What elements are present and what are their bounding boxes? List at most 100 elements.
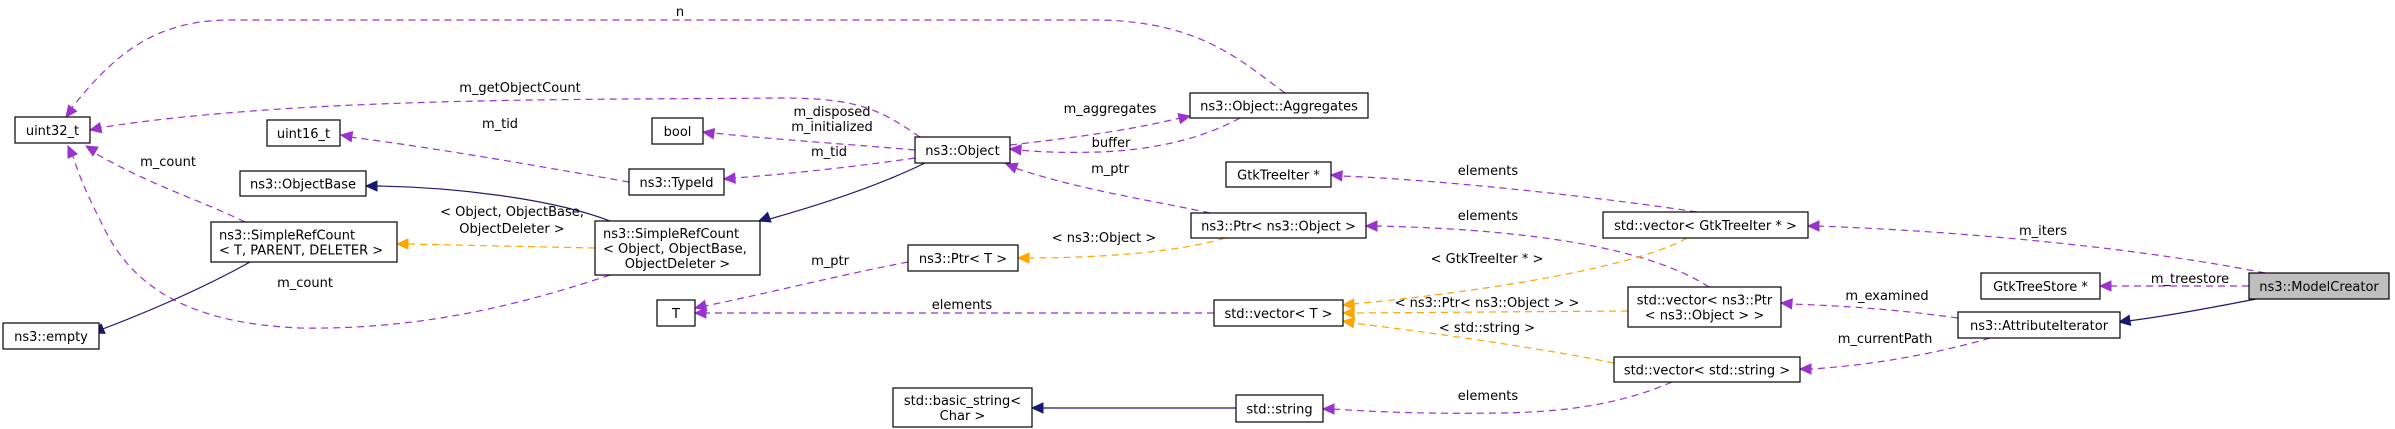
class-node-vector-string[interactable]: std::vector< std::string > xyxy=(1613,356,1801,383)
edge-object-to-typeid: m_tid xyxy=(722,145,916,184)
node-label: ns3::Ptr< T > xyxy=(919,252,1007,267)
edge-label: ObjectDeleter > xyxy=(459,222,564,237)
edge-line xyxy=(2127,298,2257,322)
class-node-vector-t[interactable]: std::vector< T > xyxy=(1213,299,1344,327)
node-box xyxy=(628,168,725,196)
node-box xyxy=(892,387,1033,428)
edge-vector-ptr-object-to-vector-t: < ns3::Ptr< ns3::Object > > xyxy=(1341,296,1629,319)
edge-label: m_ptr xyxy=(1091,162,1130,177)
edge-label: m_initialized xyxy=(791,120,873,135)
arrowhead-icon xyxy=(1806,220,1820,232)
node-label: std::string xyxy=(1246,403,1312,418)
class-node-gtktreestore[interactable]: GtkTreeStore * xyxy=(1980,272,2101,300)
node-label: ObjectDeleter > xyxy=(625,257,730,272)
edge-ptr-object-to-ptr-t: < ns3::Object > xyxy=(1016,231,1226,264)
class-node-modelcreator[interactable]: ns3::ModelCreator xyxy=(2248,272,2390,300)
node-box xyxy=(1980,272,2101,300)
class-node-gtktreeiter[interactable]: GtkTreeIter * xyxy=(1225,161,1332,188)
node-label: GtkTreeIter * xyxy=(1237,169,1320,184)
class-node-std-string[interactable]: std::string xyxy=(1235,394,1324,423)
class-node-T[interactable]: T xyxy=(656,299,696,327)
class-node-vector-ptr-object[interactable]: std::vector< ns3::Ptr< ns3::Object > > xyxy=(1627,286,1782,328)
class-node-ptr-object[interactable]: ns3::Ptr< ns3::Object > xyxy=(1190,212,1367,239)
edge-label: m_treestore xyxy=(2151,272,2229,287)
node-label: ns3::SimpleRefCount xyxy=(219,229,355,244)
edge-aggregates-to-uint32-t: n xyxy=(65,5,1286,118)
class-node-object[interactable]: ns3::Object xyxy=(914,136,1011,164)
class-node-attributeiterator[interactable]: ns3::AttributeIterator xyxy=(1957,311,2121,339)
edge-attributeiterator-to-vector-ptr-object: m_examined xyxy=(1779,289,1959,319)
class-node-ptr-t[interactable]: ns3::Ptr< T > xyxy=(907,244,1019,272)
edge-line xyxy=(1790,303,1959,319)
class-node-bool[interactable]: bool xyxy=(651,117,704,145)
node-box xyxy=(656,299,696,327)
edge-object-to-aggregates: m_aggregates xyxy=(1009,102,1192,146)
edge-line xyxy=(99,261,251,331)
edge-line xyxy=(69,19,1286,111)
edge-label: < GtkTreeIter * > xyxy=(1431,252,1544,267)
arrowhead-icon xyxy=(1341,307,1355,319)
class-node-aggregates[interactable]: ns3::Object::Aggregates xyxy=(1189,92,1369,119)
class-node-uint16-t[interactable]: uint16_t xyxy=(266,119,341,147)
edge-label: elements xyxy=(1458,209,1519,224)
edge-line xyxy=(1817,225,2266,274)
edge-label: < ns3::Object > xyxy=(1052,231,1156,246)
edge-label: m_tid xyxy=(811,145,847,160)
node-label: ns3::TypeId xyxy=(640,176,714,191)
arrowhead-icon xyxy=(693,299,708,312)
node-box xyxy=(1235,394,1324,423)
arrowhead-icon xyxy=(364,180,378,192)
node-label: ns3::AttributeIterator xyxy=(1970,319,2109,334)
node-label: uint32_t xyxy=(26,124,79,139)
class-node-simplerefcount-generic[interactable]: ns3::SimpleRefCount< T, PARENT, DELETER … xyxy=(210,221,398,263)
node-box xyxy=(239,170,367,197)
node-label: std::vector< T > xyxy=(1224,307,1332,322)
class-node-typeid[interactable]: ns3::TypeId xyxy=(628,168,725,196)
arrowhead-icon xyxy=(1364,220,1378,232)
class-node-simplerefcount-object[interactable]: ns3::SimpleRefCount< Object, ObjectBase,… xyxy=(594,220,761,276)
node-box xyxy=(1602,211,1809,239)
class-node-empty[interactable]: ns3::empty xyxy=(2,322,100,350)
edge-label: m_getObjectCount xyxy=(459,81,580,96)
node-box xyxy=(266,119,341,147)
arrowhead-icon xyxy=(1008,144,1022,156)
edge-ptr-object-to-object: m_ptr xyxy=(1004,162,1211,214)
node-label: std::vector< GtkTreeIter * > xyxy=(1614,219,1797,234)
node-box xyxy=(1627,286,1782,328)
node-box xyxy=(1190,212,1367,239)
edge-line xyxy=(1352,322,1615,364)
edge-label: m_disposed xyxy=(793,105,870,120)
arrowhead-icon xyxy=(1030,402,1044,414)
arrowhead-icon xyxy=(1329,170,1343,182)
edge-line xyxy=(1009,117,1181,146)
arrowhead-icon xyxy=(1341,317,1356,329)
node-box xyxy=(1189,92,1369,119)
node-label: < ns3::Object > > xyxy=(1645,309,1764,324)
edge-vector-ptr-object-to-ptr-object: elements xyxy=(1364,209,1710,288)
arrowhead-icon xyxy=(84,145,99,157)
edge-line xyxy=(704,261,909,307)
edge-line xyxy=(94,152,246,223)
node-box xyxy=(210,221,398,263)
edge-line xyxy=(765,162,926,221)
class-node-vector-gtktreeiter[interactable]: std::vector< GtkTreeIter * > xyxy=(1602,211,1809,239)
node-label: std::basic_string< xyxy=(904,394,1021,409)
class-node-basic-string[interactable]: std::basic_string<Char > xyxy=(892,387,1033,428)
arrowhead-icon xyxy=(722,172,736,184)
arrowhead-icon xyxy=(1341,298,1355,310)
edge-line xyxy=(1340,175,1698,213)
edge-line xyxy=(1019,117,1241,153)
edge-line xyxy=(407,243,596,249)
arrowhead-icon xyxy=(693,307,707,319)
arrowhead-icon xyxy=(88,121,103,134)
node-box xyxy=(1957,311,2121,339)
edge-label: buffer xyxy=(1092,136,1131,151)
edge-line xyxy=(375,185,611,222)
node-box xyxy=(1213,299,1344,327)
edge-line xyxy=(1375,225,1710,288)
edge-line xyxy=(1352,310,1629,314)
arrowhead-icon xyxy=(2117,314,2132,326)
class-node-objectbase[interactable]: ns3::ObjectBase xyxy=(239,170,367,197)
class-node-uint32-t[interactable]: uint32_t xyxy=(14,116,91,144)
edge-simplerefcount-object-to-uint32-t: m_count xyxy=(67,144,611,329)
